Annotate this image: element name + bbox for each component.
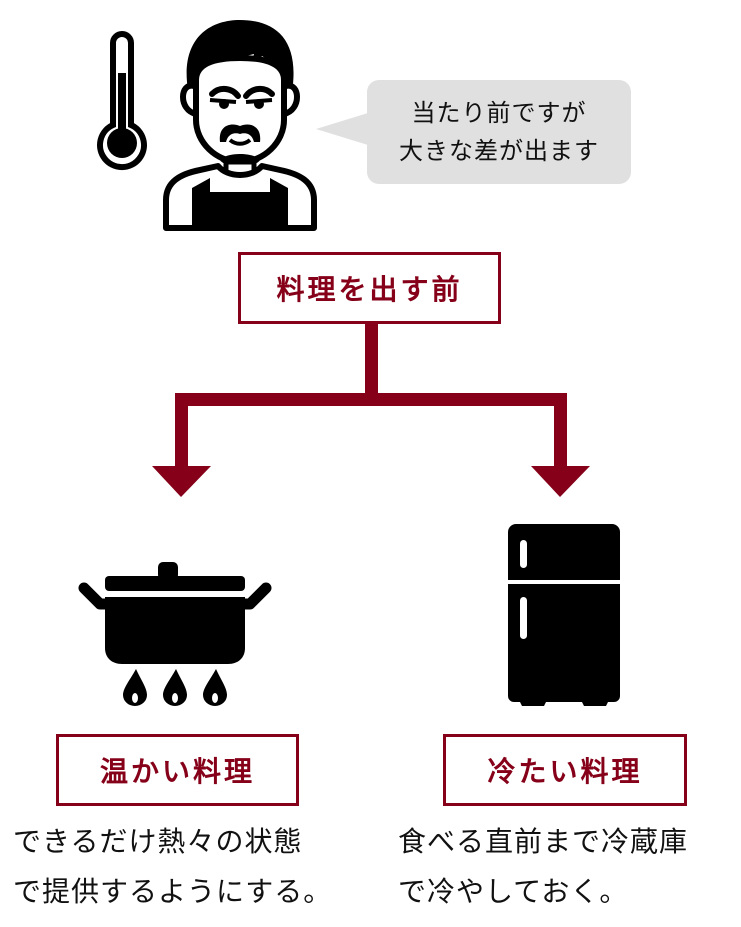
root-label: 料理を出す前 — [276, 273, 463, 306]
description-line: で提供するようにする。 — [13, 875, 333, 908]
chef-icon — [163, 20, 317, 231]
speech-bubble: 当たり前ですが 大きな差が出ます — [367, 80, 631, 184]
connector-right-drop — [554, 393, 567, 468]
hot-food-label: 温かい料理 — [99, 755, 255, 788]
hot-food-description: できるだけ熱々の状態 で提供するようにする。 — [13, 817, 332, 917]
connector-crossbar — [175, 393, 567, 406]
connector-stem — [365, 323, 378, 403]
cooking-pot-on-burner-icon — [78, 562, 272, 706]
cold-food-description: 食べる直前まで冷蔵庫 で冷やしておく。 — [398, 817, 688, 917]
thermometer-icon — [97, 31, 147, 170]
speech-bubble-line: 大きな差が出ます — [399, 137, 599, 165]
cold-food-label-box: 冷たい料理 — [443, 734, 687, 806]
speech-bubble-line: 当たり前ですが — [411, 99, 587, 127]
description-line: で冷やしておく。 — [398, 875, 629, 908]
refrigerator-icon — [508, 524, 620, 706]
description-line: 食べる直前まで冷蔵庫 — [398, 825, 689, 858]
cold-food-label: 冷たい料理 — [487, 755, 643, 788]
hot-food-label-box: 温かい料理 — [56, 734, 299, 806]
speech-bubble-tail — [316, 113, 368, 145]
arrowhead-left — [152, 466, 211, 497]
arrowhead-right — [531, 466, 590, 497]
description-line: できるだけ熱々の状態 — [13, 825, 303, 858]
connector-left-drop — [175, 393, 188, 468]
root-label-box: 料理を出す前 — [238, 252, 501, 324]
